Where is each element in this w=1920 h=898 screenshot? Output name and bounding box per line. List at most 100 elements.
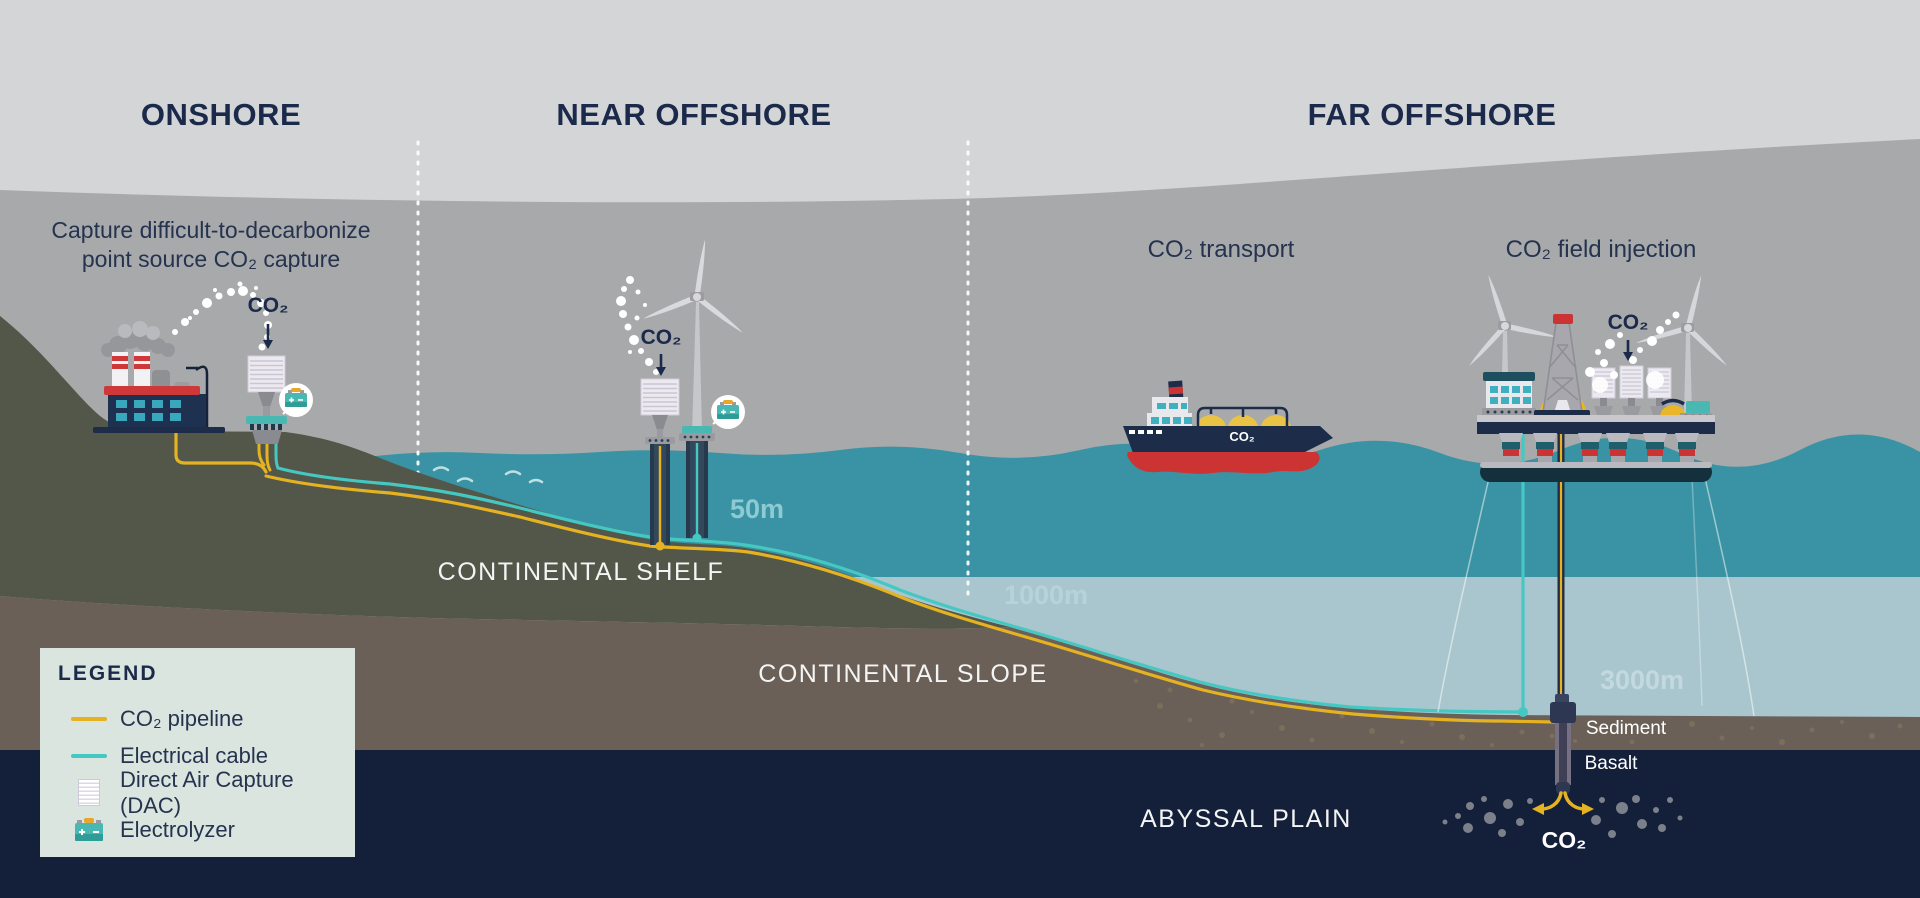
- near-offshore-dac: [640, 378, 680, 444]
- factory-building: [108, 394, 206, 427]
- co2-bubbles-near-offshore: [616, 276, 659, 375]
- factory-base: [93, 427, 225, 433]
- wave-marks: [432, 466, 544, 484]
- legend-label: Electrical cable: [120, 742, 268, 768]
- electrolyzer-handle: [291, 388, 301, 392]
- co2-label-abyssal: CO₂: [1541, 827, 1587, 853]
- electrolyzer-base: [252, 430, 282, 444]
- ship-portholes: [1129, 430, 1162, 434]
- co2-pipeline-swatch-icon: [71, 716, 107, 721]
- zone-label-continental-shelf: CONTINENTAL SHELF: [437, 558, 725, 586]
- legend-item-co2-pipeline: CO₂ pipeline: [58, 700, 355, 737]
- cable-seabed-node: [1518, 707, 1528, 717]
- onshore-caption: Capture difficult-to-decarbonize point s…: [51, 216, 370, 274]
- co2-label-ship: CO₂: [1229, 429, 1255, 444]
- dac-stripes: [250, 360, 283, 389]
- chimney: [112, 352, 128, 394]
- depth-marker-50m: 50m: [729, 494, 785, 524]
- electrolyzer-callout: [279, 383, 313, 417]
- section-title-far-offshore: FAR OFFSHORE: [1307, 97, 1557, 132]
- subsea-lines: [174, 431, 1556, 724]
- factory-pipework: [186, 365, 209, 427]
- dac-platform: [645, 437, 675, 444]
- sediment-speckles: [1134, 679, 1903, 747]
- platform-building: [1482, 372, 1536, 416]
- legend-title: LEGEND: [58, 662, 158, 685]
- rock-layer: [0, 596, 1920, 753]
- arrow-head-left: [1532, 803, 1544, 815]
- factory-windows: [116, 400, 181, 421]
- platform-legs: [1499, 433, 1699, 464]
- electrical-cable-swatch-icon: [71, 753, 107, 758]
- injection-platform: [1468, 274, 1727, 482]
- electrolyzer-pipe-stub-1: [257, 431, 266, 467]
- dac-swatch-icon: [78, 779, 100, 806]
- legend-item-dac: Direct Air Capture (DAC): [58, 767, 355, 818]
- geology-label-sediment: Sediment: [1585, 718, 1667, 739]
- co2-tank-dome: [1196, 415, 1226, 428]
- derrick-cap: [1553, 314, 1573, 324]
- co2-bubbles-platform: [1585, 311, 1680, 393]
- near-offshore-wind-turbine: [643, 239, 745, 441]
- ship-hull-bottom: [1127, 452, 1320, 474]
- electrolyzer-callout: [711, 395, 745, 429]
- electrolyzer-deck: [246, 416, 287, 424]
- pipe-seabed-node: [655, 541, 665, 551]
- co2-label-platform: CO₂: [1607, 311, 1649, 334]
- dac-stripes: [643, 383, 677, 412]
- co2-bubbles-abyssal: [1442, 795, 1683, 838]
- co2-field-injection-label: CO₂ field injection: [1505, 236, 1697, 263]
- depth-marker-3000m: 3000m: [1599, 665, 1685, 695]
- section-title-onshore: ONSHORE: [140, 97, 302, 132]
- co2-pipeline-run: [264, 474, 1556, 724]
- co2-label-arrows: [263, 324, 1633, 376]
- chimney: [134, 352, 150, 394]
- co2-tank-dome: [1228, 415, 1258, 428]
- arrow-head-right: [1582, 803, 1594, 815]
- tank-manifold-pipe: [1196, 406, 1289, 427]
- ship-windows: [1151, 403, 1192, 424]
- factory-pipeline: [174, 432, 268, 474]
- turbine-platform-cap: [682, 426, 712, 434]
- electrical-cable-run: [276, 466, 1525, 714]
- equipment-teal-unit: [1686, 401, 1710, 414]
- co2-label-near-offshore: CO₂: [640, 326, 682, 349]
- co2-transport-label: CO₂ transport: [1147, 236, 1295, 263]
- co2-transport-ship: [1123, 380, 1333, 474]
- factory-roof: [104, 386, 200, 395]
- mooring-lines: [1437, 477, 1755, 717]
- cable-seabed-node-near: [692, 533, 702, 543]
- injection-well: [1550, 694, 1576, 794]
- ship-hull: [1123, 426, 1333, 453]
- zone-label-continental-slope: CONTINENTAL SLOPE: [758, 660, 1048, 688]
- turbine-hub: [693, 293, 701, 301]
- electrolyzer-swatch-icon: [75, 817, 103, 841]
- legend-item-electrolyzer: Electrolyzer: [58, 811, 355, 848]
- deck-upper: [1477, 415, 1715, 422]
- legend: LEGEND CO₂ pipeline Electrical cable Dir…: [40, 648, 355, 857]
- onshore-caption-line1: Capture difficult-to-decarbonize: [51, 217, 371, 243]
- geology-label-basalt: Basalt: [1584, 753, 1638, 774]
- onshore-caption-line2: point source CO₂ capture: [81, 246, 341, 272]
- section-title-near-offshore: NEAR OFFSHORE: [556, 97, 832, 132]
- near-offshore-foundations: [650, 440, 708, 551]
- equipment-dome: [1660, 405, 1686, 417]
- legend-label: Electrolyzer: [120, 816, 235, 842]
- electrolyzer-pipe-stub-2: [265, 431, 272, 472]
- depth-marker-1000m: 1000m: [1003, 580, 1089, 610]
- co2-tank-dome: [1261, 415, 1291, 428]
- seabed-top-layer: [0, 316, 1010, 629]
- smoke-cloud: [101, 321, 175, 357]
- turbine-rotor: [643, 239, 743, 333]
- co2-bubbles-onshore: [172, 281, 272, 351]
- co2-label-onshore: CO₂: [247, 294, 289, 317]
- dac-funnel: [652, 415, 668, 430]
- turbine-tower: [692, 302, 702, 433]
- electrolyzer-teeth: [250, 424, 282, 430]
- legend-item-electrical-cable: Electrical cable: [58, 737, 355, 774]
- zone-label-abyssal-plain: ABYSSAL PLAIN: [1140, 805, 1352, 833]
- deck-main: [1477, 422, 1715, 434]
- legend-label: CO₂ pipeline: [120, 705, 244, 731]
